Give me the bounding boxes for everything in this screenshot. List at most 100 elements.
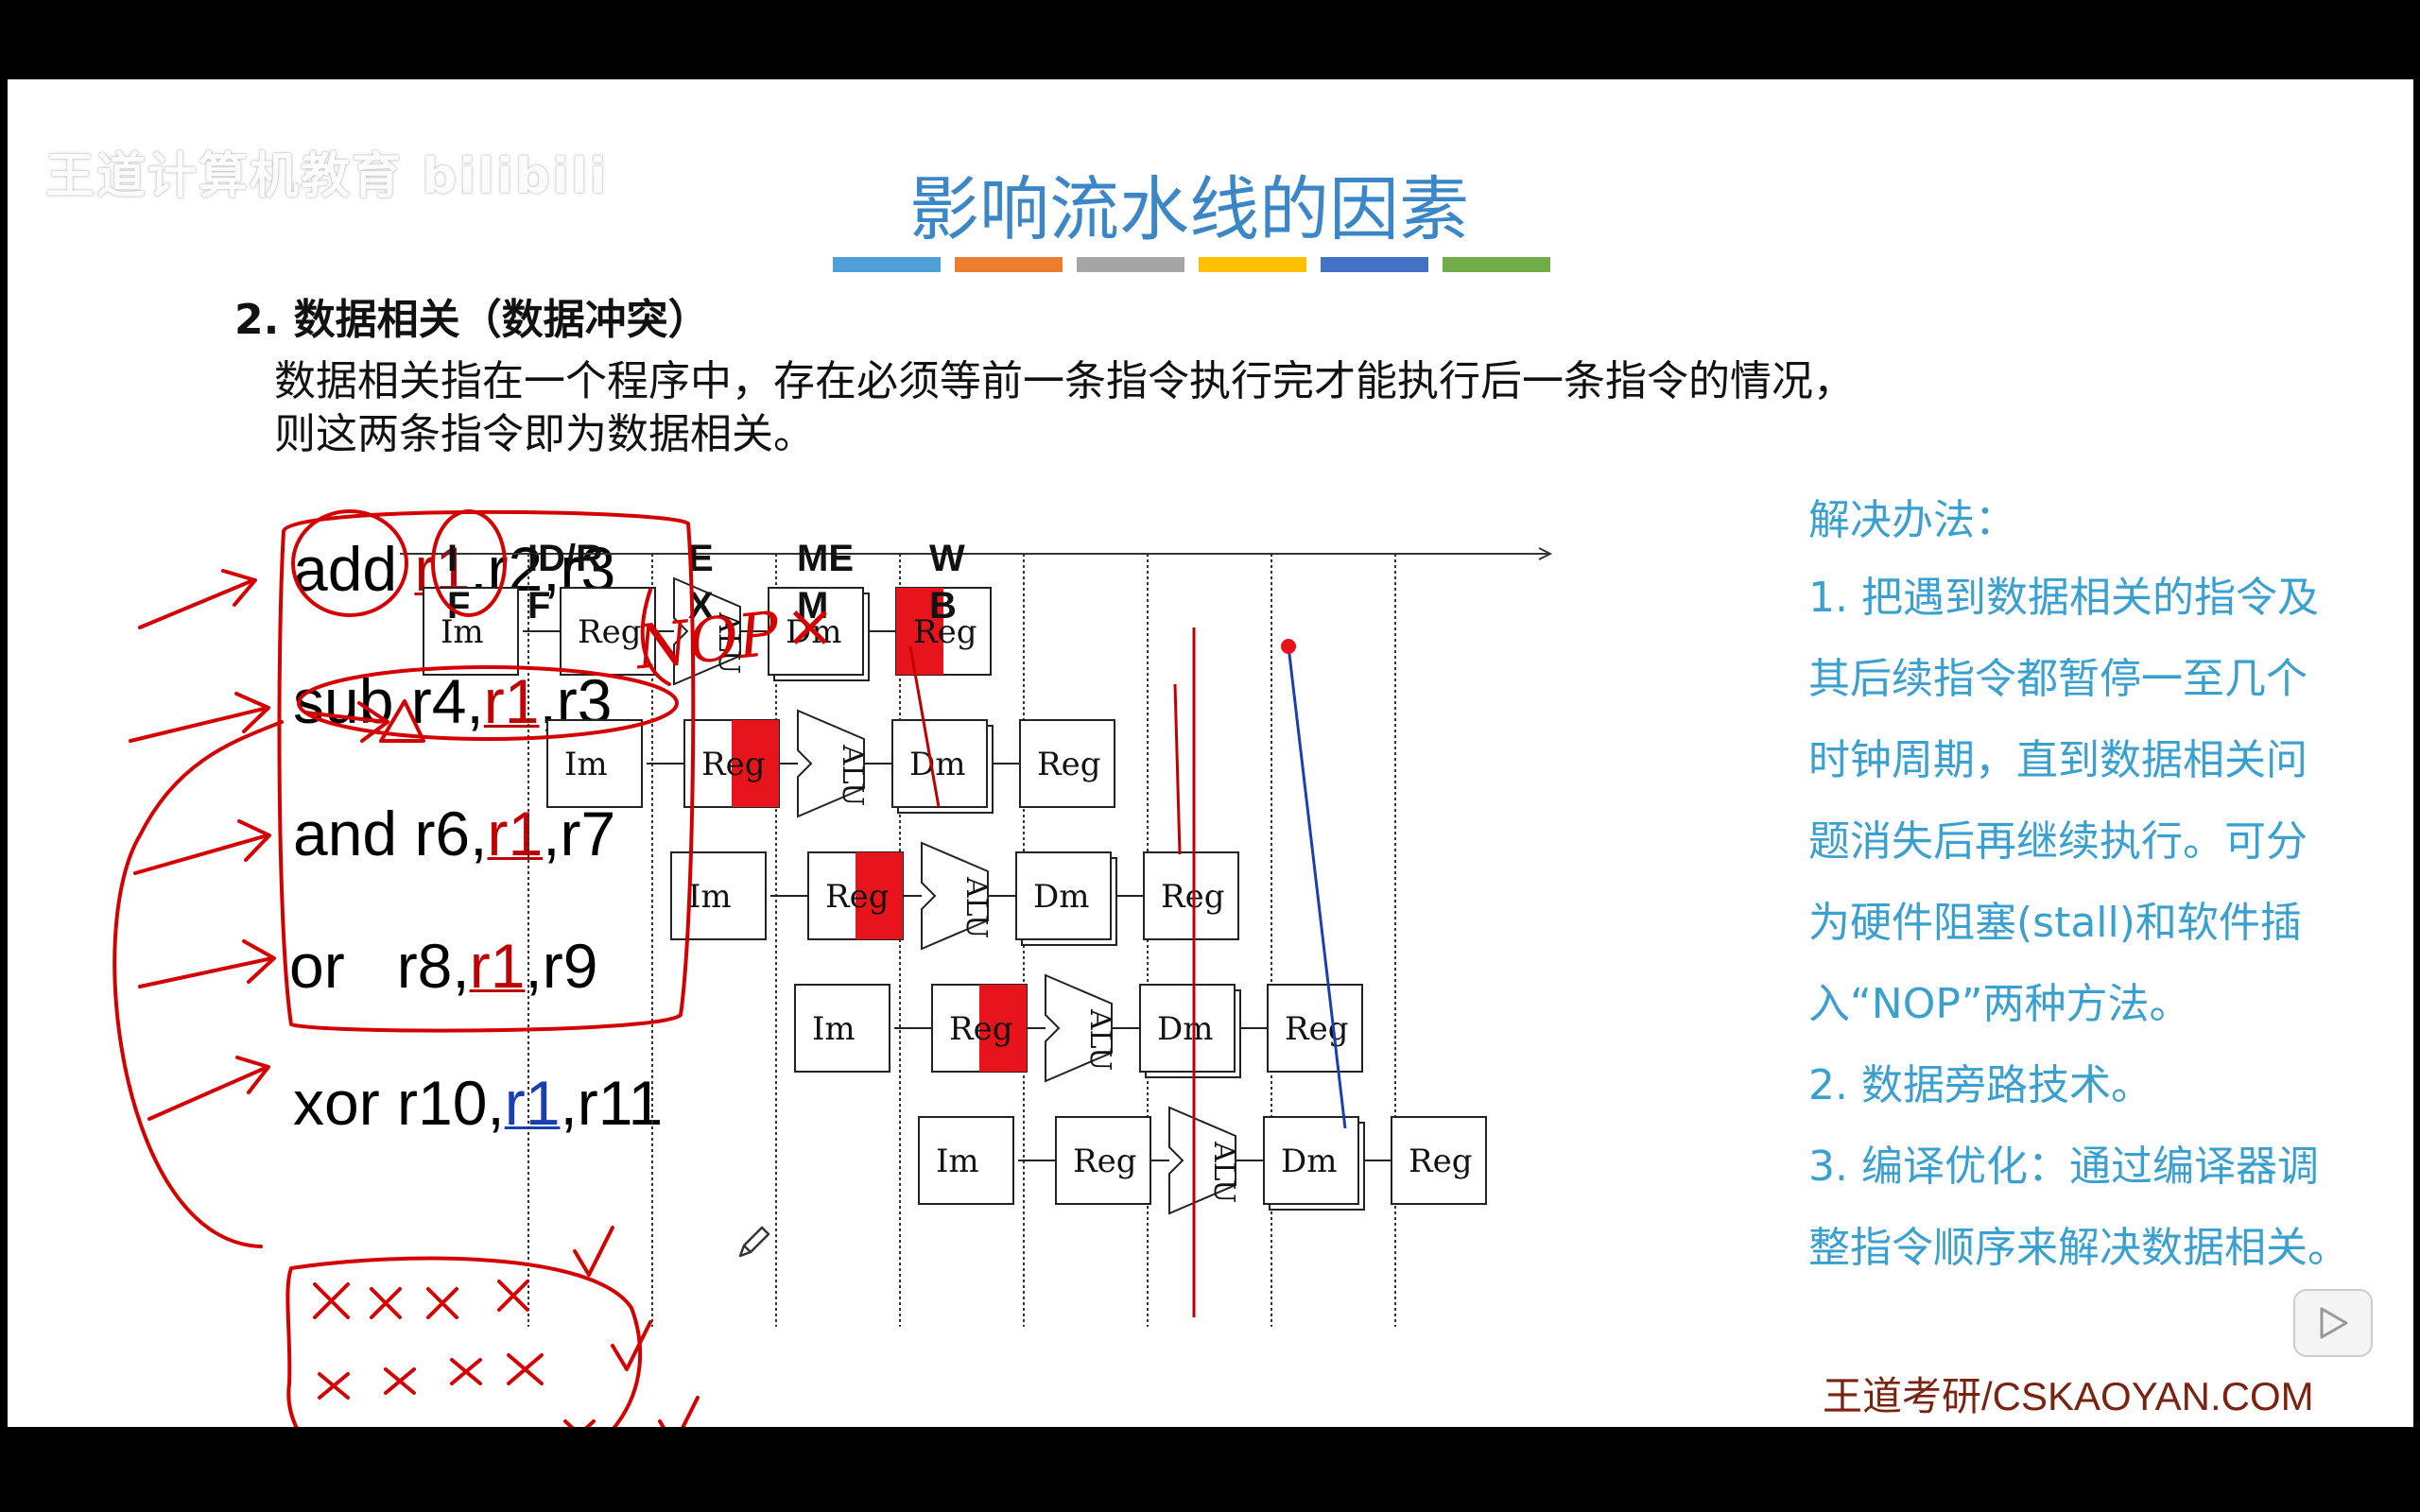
solution-line-3: 时钟周期，直到数据相关问	[1808, 736, 2308, 784]
dm-unit: Dm	[891, 719, 994, 814]
accent-bar	[955, 257, 1063, 272]
triangle-mark	[379, 699, 425, 743]
svg-text:Im: Im	[441, 613, 484, 651]
reg-unit: Reg	[560, 587, 656, 676]
arrow-2	[129, 692, 270, 743]
reg-unit: Reg	[1019, 719, 1115, 808]
intro-line-1: 数据相关指在一个程序中，存在必须等前一条指令执行完才能执行后一条指令的情况，	[274, 357, 1855, 405]
accent-bar	[1199, 257, 1306, 272]
play-icon	[2320, 1307, 2348, 1339]
svg-text:Dm: Dm	[1281, 1143, 1338, 1180]
nop-bracket	[640, 588, 671, 686]
svg-text:Reg: Reg	[825, 878, 890, 916]
check-marks	[573, 1226, 700, 1427]
svg-text:Dm: Dm	[786, 613, 842, 651]
instruction-or: or r8,r1,r9	[289, 931, 598, 1001]
im-unit: Im	[794, 984, 890, 1073]
stage-label: W	[929, 538, 965, 579]
svg-text:Im: Im	[936, 1143, 979, 1180]
solution-line-2: 其后续指令都暂停一至几个	[1808, 655, 2308, 703]
instruction-and: and r6,r1,r7	[293, 799, 616, 868]
svg-text:Reg: Reg	[701, 746, 766, 783]
slide-title: 影响流水线的因素	[909, 169, 1469, 250]
intro-text: 数据相关指在一个程序中，存在必须等前一条指令执行完才能执行后一条指令的情况， 则…	[274, 355, 2070, 461]
dm-unit: Dm	[768, 587, 870, 681]
accent-bar	[1443, 257, 1550, 272]
svg-text:Im: Im	[688, 878, 732, 916]
stage-label: ME	[797, 538, 854, 579]
svg-text:Reg: Reg	[1285, 1010, 1349, 1048]
im-unit: Im	[918, 1116, 1014, 1205]
solution-line-6: 入“NOP”两种方法。	[1808, 980, 2191, 1028]
svg-text:Reg: Reg	[1037, 746, 1101, 783]
arrow-3	[133, 819, 271, 875]
svg-text:Reg: Reg	[949, 1010, 1013, 1048]
stage-label: B	[929, 585, 957, 627]
arrow-4	[138, 939, 276, 988]
dm-unit: Dm	[1263, 1116, 1365, 1211]
svg-text:Im: Im	[564, 746, 608, 783]
section-heading: 2. 数据相关（数据冲突）	[234, 296, 710, 344]
svg-text:Im: Im	[812, 1010, 856, 1048]
nop-handwritten: NOP	[631, 599, 783, 684]
accent-bar	[1077, 257, 1184, 272]
alu-unit: ALU	[1168, 1106, 1240, 1215]
handwritten-annotations: NOP ×	[112, 509, 836, 1427]
solution-line-7: 2. 数据旁路技术。	[1808, 1061, 2152, 1109]
forward-blue-line	[1287, 645, 1347, 1129]
svg-text:ALU: ALU	[836, 744, 869, 806]
blob-box	[285, 1256, 643, 1427]
im-unit: Im	[423, 587, 519, 676]
svg-text:Reg: Reg	[1073, 1143, 1137, 1180]
alu-unit: ALU	[1045, 973, 1116, 1083]
arrow-5	[147, 1056, 270, 1121]
alu-unit: ALU	[921, 841, 993, 951]
solution-line-4: 题消失后再继续执行。可分	[1808, 817, 2308, 866]
instruction-xor: xor r10,r1,r11	[293, 1068, 664, 1138]
stage-label: F	[527, 585, 550, 627]
solution-line-5: 为硬件阻塞(stall)和软件插	[1808, 899, 2302, 947]
reg-unit: Reg	[1143, 851, 1239, 940]
bracket-box	[277, 509, 696, 1033]
arrow-1	[138, 569, 257, 629]
reg-unit: Reg	[1391, 1116, 1487, 1205]
dm-unit: Dm	[1015, 851, 1117, 946]
solution-line-9: 整指令顺序来解决数据相关。	[1808, 1224, 2349, 1272]
nop-x-mark: ×	[785, 592, 836, 662]
reg-unit: Reg	[1267, 984, 1363, 1073]
solution-line-8: 3. 编译优化：通过编译器调	[1808, 1143, 2319, 1191]
svg-text:Reg: Reg	[1409, 1143, 1473, 1180]
arrow-6	[303, 701, 389, 743]
stage-label: I	[447, 538, 458, 579]
svg-text:ALU: ALU	[1207, 1141, 1240, 1203]
solution-line-1: 1. 把遇到数据相关的指令及	[1808, 574, 2319, 622]
loop-arrow	[112, 720, 284, 1248]
pencil-cursor-icon	[738, 1226, 770, 1258]
svg-text:Reg: Reg	[578, 613, 642, 651]
svg-text:Dm: Dm	[1033, 878, 1090, 916]
svg-text:ALU: ALU	[712, 611, 745, 674]
svg-text:ALU: ALU	[1083, 1008, 1116, 1071]
solution-heading: 解决办法：	[1808, 496, 2016, 544]
play-button[interactable]	[2293, 1289, 2373, 1357]
svg-text:Dm: Dm	[909, 746, 966, 783]
x-marks	[313, 1280, 596, 1427]
circle-r1	[431, 509, 507, 617]
footer-brand: 王道考研/CSKAOYAN.COM	[1823, 1374, 2314, 1418]
circle-add	[291, 509, 408, 617]
svg-text:Reg: Reg	[913, 613, 977, 651]
alu-unit: ALU	[797, 709, 869, 818]
pipeline-diagram: ImRegALUDmRegImRegALUDmRegImRegALUDmRegI…	[400, 538, 1553, 1327]
accent-bar	[1321, 257, 1428, 272]
reg-unit: Reg	[807, 851, 904, 940]
accent-bar	[833, 257, 941, 272]
stage-label: ID/R	[527, 538, 603, 579]
watermark: 王道计算机教育 bilibili	[45, 148, 609, 205]
stage-label: F	[447, 585, 470, 627]
intro-line-2: 则这两条指令即为数据相关。	[274, 410, 815, 458]
svg-text:ALU: ALU	[959, 876, 993, 938]
stage-label: M	[797, 585, 828, 627]
reg-unit: Reg	[895, 587, 992, 676]
circle-sub	[297, 665, 679, 741]
svg-text:Dm: Dm	[1157, 1010, 1214, 1048]
